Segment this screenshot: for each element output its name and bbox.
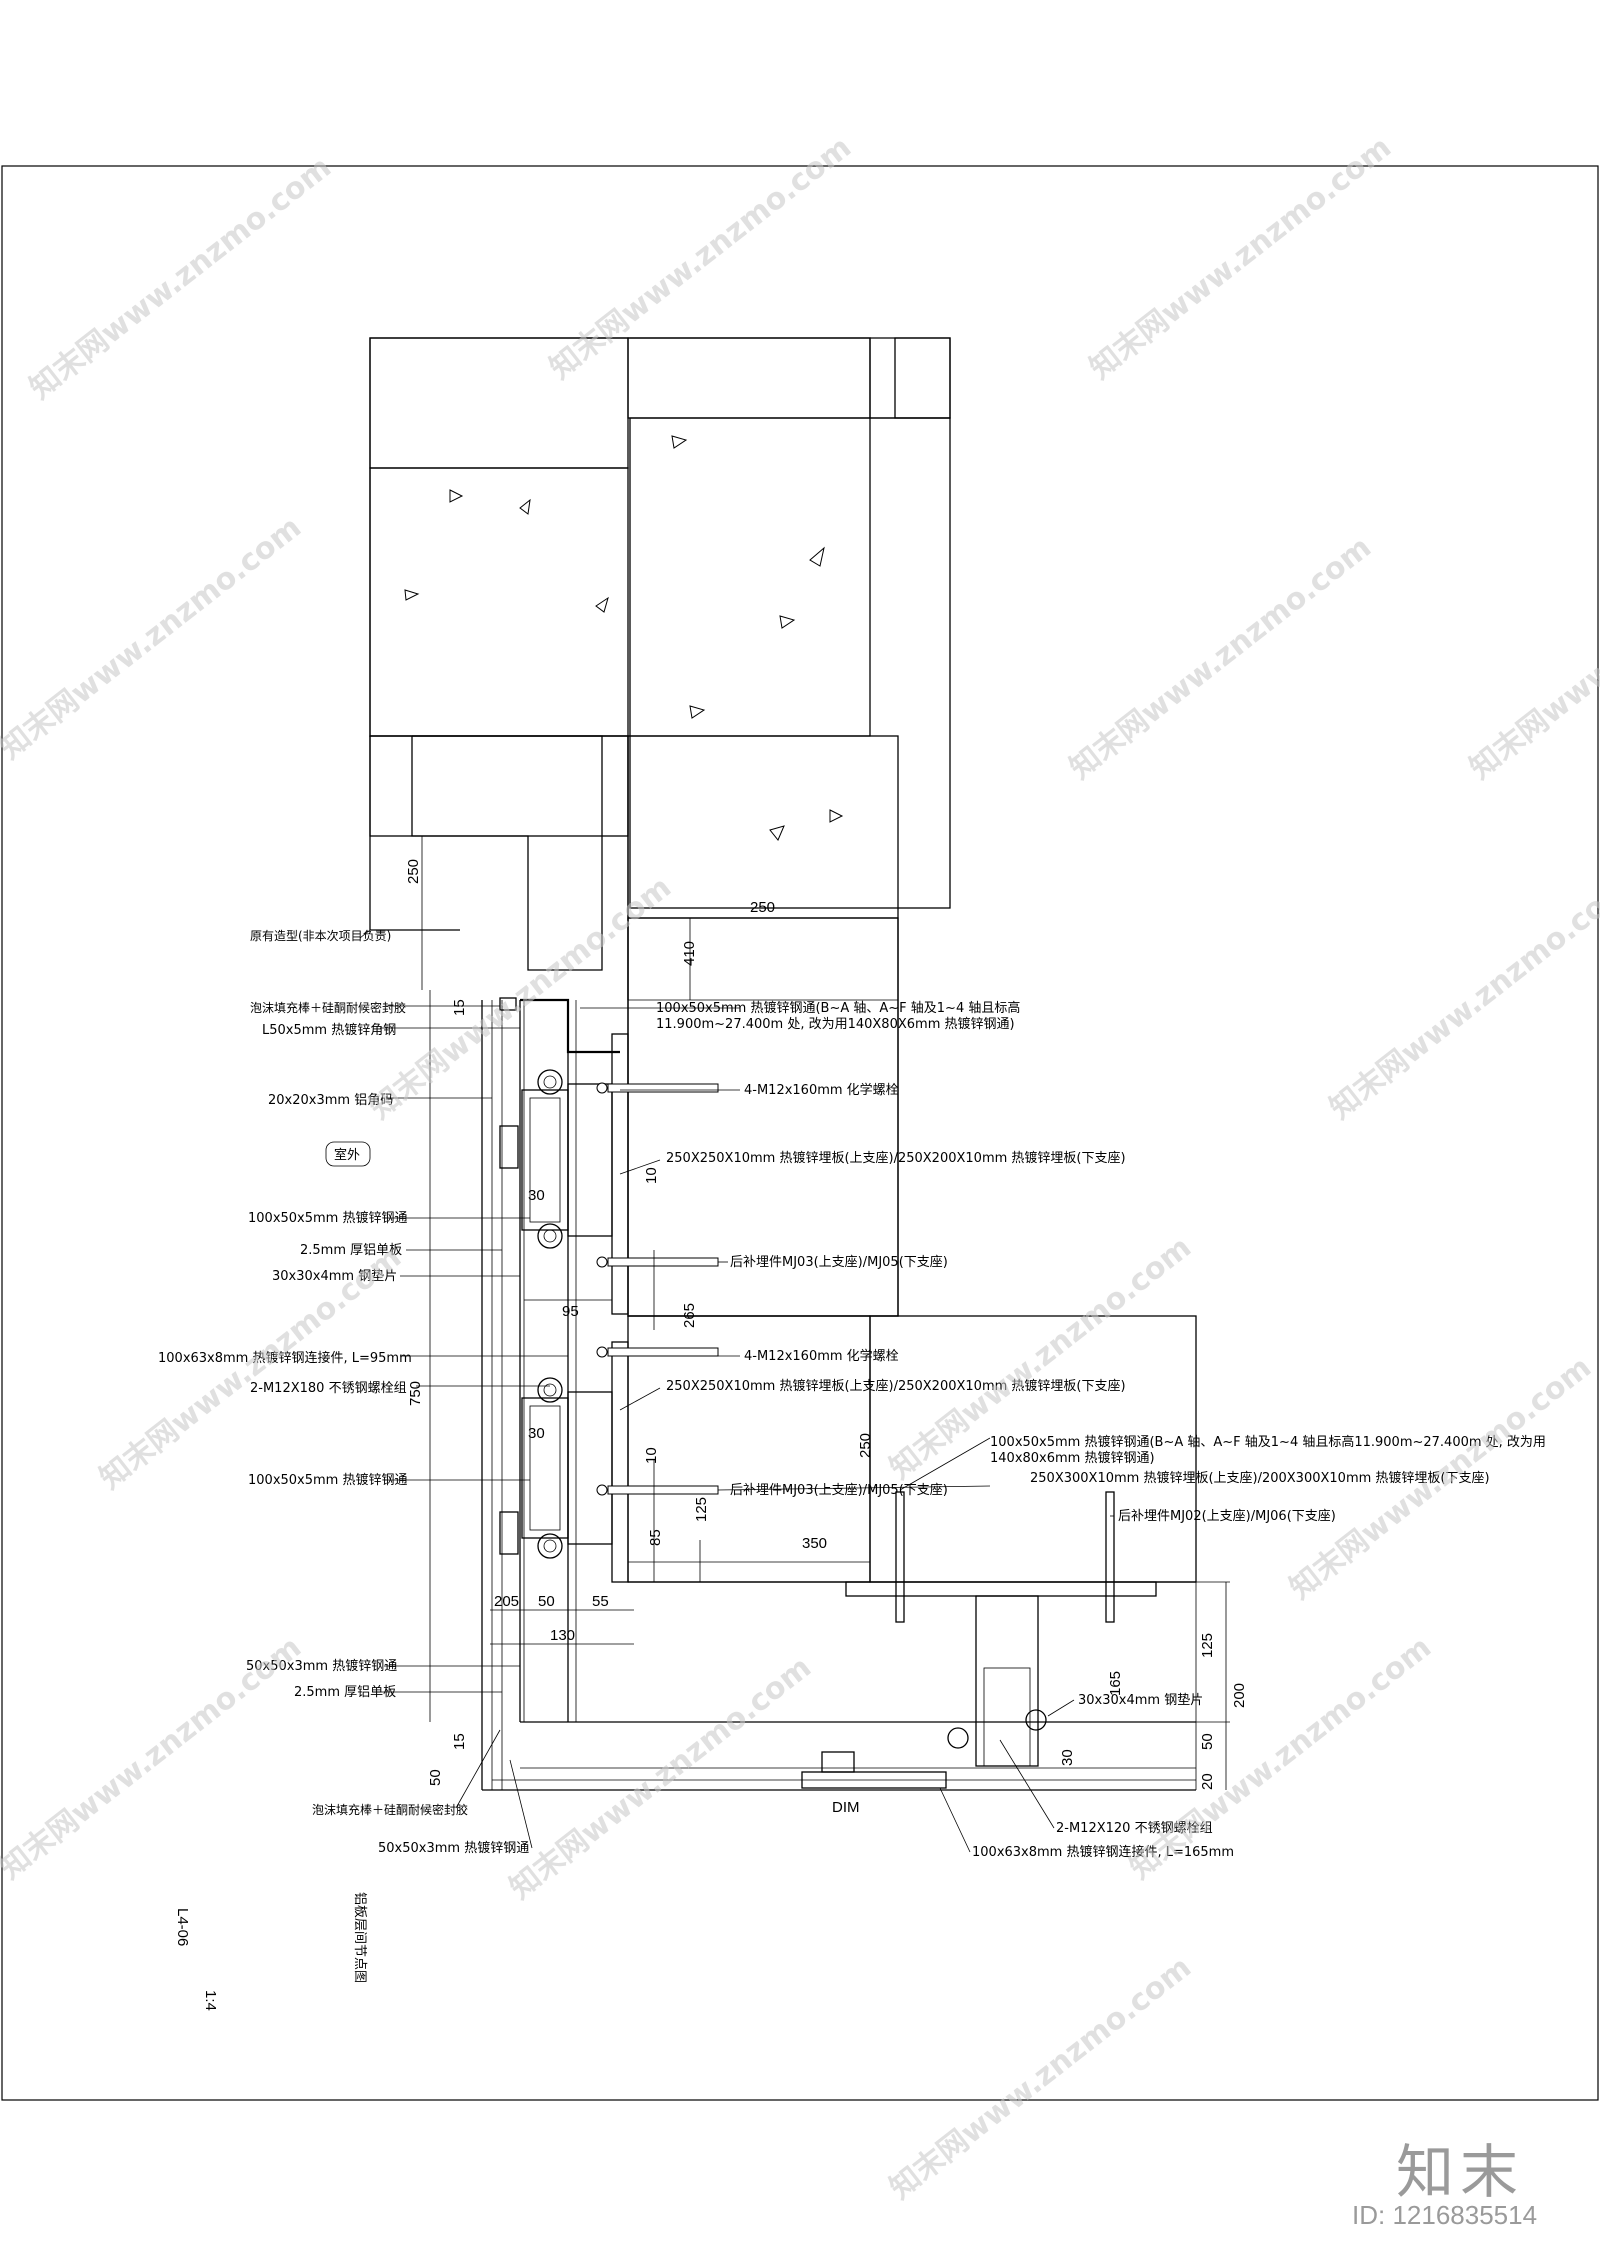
- brand-logo: 知末: [1396, 2138, 1525, 2206]
- dim-50-a: 50: [538, 1593, 555, 1610]
- label-r-channel-mid-1: 100x50x5mm 热镀锌钢通(B~A 轴、A~F 轴及1~4 轴且标高11.…: [990, 1434, 1546, 1450]
- brand-id: ID: 1216835514: [1352, 2200, 1538, 2230]
- dim-205: 205: [494, 1593, 519, 1610]
- concrete-triangle-marks: [404, 435, 844, 841]
- label-channel-50: 50x50x3mm 热镀锌钢通: [246, 1658, 397, 1674]
- label-r-connector-165: 100x63x8mm 热镀锌钢连接件, L=165mm: [972, 1844, 1234, 1860]
- label-channel-2: 100x50x5mm 热镀锌钢通: [248, 1472, 407, 1488]
- title-block: 铝板层间节点图 L4-06 1:4: [174, 1892, 367, 2011]
- label-alu-corner: 20x20x3mm 铝角码: [268, 1093, 393, 1108]
- label-r-shim: 30x30x4mm 钢垫片: [1078, 1692, 1203, 1708]
- label-r-bolt-120: 2-M12X120 不锈钢螺栓组: [1056, 1821, 1213, 1836]
- label-connector-95: 100x63x8mm 热镀锌钢连接件, L=95mm: [158, 1350, 412, 1366]
- aluminum-panel-layers: [481, 1000, 1196, 1791]
- label-r-plate-1: 250X250X10mm 热镀锌埋板(上支座)/250X200X10mm 热镀锌…: [666, 1150, 1126, 1166]
- dim-10-b: 10: [643, 1447, 660, 1464]
- watermark-13: 知末网www.znzmo.com: [1123, 1630, 1438, 1887]
- steel-channel-upper: [499, 1069, 613, 1249]
- dim-750: 750: [407, 1381, 424, 1406]
- dim-125-a: 125: [693, 1497, 710, 1522]
- drawing-scale: 1:4: [202, 1990, 219, 2011]
- dim-10-a: 10: [643, 1167, 660, 1184]
- dim-85: 85: [647, 1529, 664, 1546]
- watermark-5: 知末网www.znzmo.com: [1063, 530, 1378, 787]
- dim-30-a: 30: [528, 1187, 545, 1204]
- concrete-upper-block: [369, 337, 951, 909]
- label-alu-panel-1: 2.5mm 厚铝单板: [300, 1243, 402, 1258]
- label-r-channel-top-2: 11.900m~27.400m 处, 改为用140X80X6mm 热镀锌钢通): [656, 1016, 1015, 1032]
- steel-assembly-bottom-right: [801, 1491, 1157, 1789]
- watermark-6: 知末网www.znzmo.com: [1463, 530, 1600, 787]
- drawing-frame: [1, 165, 1599, 2101]
- drawing-title: 铝板层间节点图: [352, 1892, 367, 1983]
- label-angle-steel: L50x5mm 热镀锌角钢: [262, 1022, 396, 1038]
- label-r-channel-top-1: 100x50x5mm 热镀锌钢通(B~A 轴、A~F 轴及1~4 轴且标高: [656, 1000, 1020, 1016]
- label-channel-1: 100x50x5mm 热镀锌钢通: [248, 1210, 407, 1226]
- label-r-plate-2: 250X250X10mm 热镀锌埋板(上支座)/250X200X10mm 热镀锌…: [666, 1378, 1126, 1394]
- label-bolt-180: 2-M12X180 不锈钢螺栓组: [250, 1381, 407, 1396]
- dim-55: 55: [592, 1593, 609, 1610]
- angle-steel-bracket: [499, 997, 620, 1054]
- label-r-embed-3: 后补埋件MJ02(上支座)/MJ06(下支座): [1118, 1509, 1336, 1524]
- dim-350: 350: [802, 1535, 827, 1552]
- outdoor-tag-box: [325, 1141, 371, 1167]
- label-r-anchor-1: 4-M12x160mm 化学螺栓: [744, 1082, 899, 1098]
- labels-left: 原有造型(非本次项目负责) 泡沫填充棒＋硅酮耐候密封胶 L50x5mm 热镀锌角…: [158, 929, 529, 1856]
- label-foam-rod-top: 泡沫填充棒＋硅酮耐候密封胶: [250, 1000, 406, 1015]
- dim-410: 410: [681, 941, 698, 966]
- label-outdoor: 室外: [334, 1147, 360, 1163]
- dim-250-v: 250: [857, 1433, 874, 1458]
- label-r-anchor-2: 4-M12x160mm 化学螺栓: [744, 1348, 899, 1364]
- dim-15-bottom: 15: [451, 1733, 468, 1750]
- dim-30-b: 30: [528, 1425, 545, 1442]
- dim-20: 20: [1199, 1773, 1216, 1790]
- dim-200: 200: [1231, 1683, 1248, 1708]
- label-shim-1: 30x30x4mm 钢垫片: [272, 1268, 397, 1284]
- watermarks: 知末网www.znzmo.com 知末网www.znzmo.com 知末网www…: [0, 130, 1600, 2207]
- dim-265: 265: [681, 1303, 698, 1328]
- dim-130: 130: [550, 1627, 575, 1644]
- dim-15-top: 15: [451, 999, 468, 1016]
- label-r-plate-3: 250X300X10mm 热镀锌埋板(上支座)/200X300X10mm 热镀锌…: [1030, 1470, 1490, 1486]
- label-r-embed-1: 后补埋件MJ03(上支座)/MJ05(下支座): [730, 1255, 948, 1270]
- dimension-text: 250 15 410 250 30 10 95 265 750 30 10 25…: [405, 859, 1248, 1790]
- watermark-14: 知末网www.znzmo.com: [883, 1950, 1198, 2207]
- dim-250-h: 250: [750, 899, 775, 916]
- watermark-1: 知末网www.znzmo.com: [23, 150, 338, 407]
- dim-165: 165: [1107, 1671, 1124, 1696]
- watermark-9: 知末网www.znzmo.com: [93, 1240, 408, 1497]
- label-channel-50-bottom: 50x50x3mm 热镀锌钢通: [378, 1840, 529, 1856]
- label-dim: DIM: [832, 1799, 860, 1816]
- label-alu-panel-2: 2.5mm 厚铝单板: [294, 1685, 396, 1700]
- leader-lines: [359, 929, 1114, 1853]
- watermark-4: 知末网www.znzmo.com: [0, 510, 308, 767]
- dim-125-b: 125: [1199, 1633, 1216, 1658]
- drawing-number: L4-06: [174, 1908, 191, 1946]
- watermark-11: 知末网www.znzmo.com: [0, 1630, 308, 1887]
- chemical-anchors: [596, 1082, 719, 1496]
- label-existing-structure: 原有造型(非本次项目负责): [250, 929, 391, 943]
- label-r-channel-mid-2: 140x80x6mm 热镀锌钢通): [990, 1450, 1155, 1466]
- embed-plate-lower: [611, 1341, 629, 1583]
- label-foam-rod-bottom: 泡沫填充棒＋硅酮耐候密封胶: [312, 1802, 468, 1817]
- watermark-3: 知末网www.znzmo.com: [1083, 130, 1398, 387]
- watermark-8: 知末网www.znzmo.com: [1323, 870, 1600, 1127]
- dim-50-c: 50: [427, 1769, 444, 1786]
- watermark-2: 知末网www.znzmo.com: [543, 130, 858, 387]
- dim-95: 95: [562, 1303, 579, 1320]
- steel-channel-lower: [499, 1377, 613, 1559]
- dim-30-c: 30: [1059, 1749, 1076, 1766]
- dim-50-b: 50: [1199, 1733, 1216, 1750]
- watermark-12: 知末网www.znzmo.com: [503, 1650, 818, 1907]
- dim-250-top: 250: [405, 859, 422, 884]
- labels-right: 100x50x5mm 热镀锌钢通(B~A 轴、A~F 轴及1~4 轴且标高 11…: [656, 1000, 1546, 1860]
- label-r-embed-2: 后补埋件MJ03(上支座)/MJ05(下支座): [730, 1483, 948, 1498]
